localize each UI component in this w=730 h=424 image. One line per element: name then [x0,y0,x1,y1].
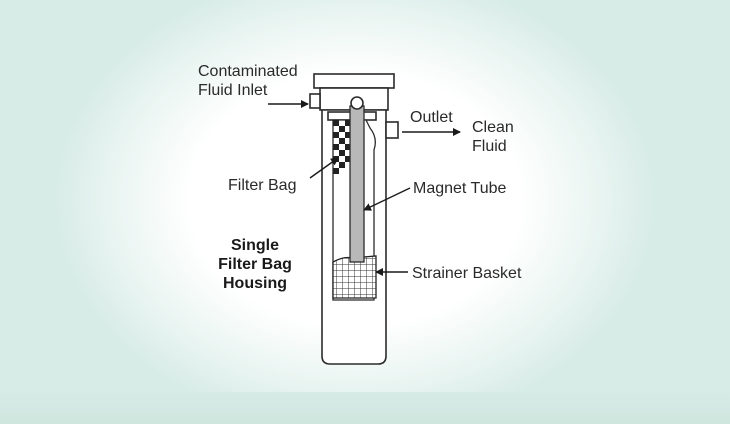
outlet-label: Outlet [410,109,453,126]
magnet-tube [349,105,365,263]
magnet-tube-arrow [363,187,411,211]
magnet-tube-ring [350,96,364,110]
strainer-basket-label: Strainer Basket [412,265,522,282]
housing-lid [313,73,395,89]
inlet-label-line1: Contaminated [198,63,298,80]
clean-fluid-label-line2: Fluid [472,138,507,155]
inlet-label-line2: Fluid Inlet [198,82,268,99]
clean-fluid-label-line1: Clean [472,119,514,136]
title-line1: Single [230,237,279,254]
outlet-port [385,121,399,139]
diagram-title: Single Filter Bag Housing [200,236,310,293]
background-band [0,392,730,424]
title-line2: Filter Bag [218,256,292,273]
strainer-basket-mesh [332,255,377,299]
filter-bag-arrow [309,157,339,179]
filter-bag-label: Filter Bag [228,177,297,194]
magnet-tube-label: Magnet Tube [413,180,507,197]
inlet-port [309,93,321,109]
title-line3: Housing [223,275,287,292]
